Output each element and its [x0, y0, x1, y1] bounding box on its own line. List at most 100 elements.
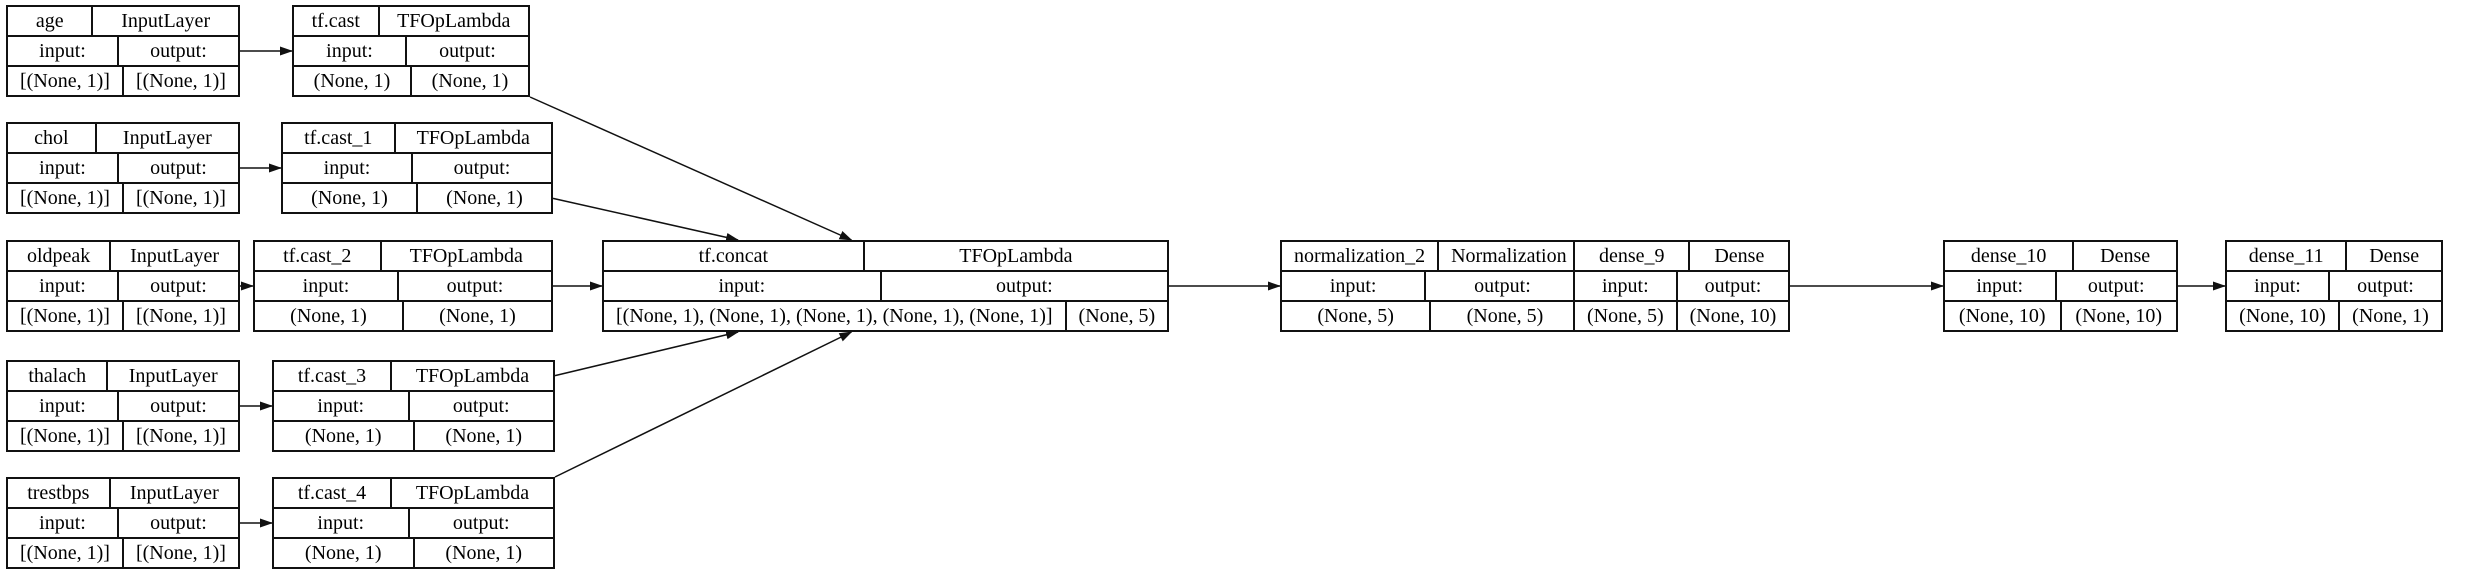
- layer-type: TFOpLambda: [390, 479, 553, 507]
- node-shape-row: [(None, 1), (None, 1), (None, 1), (None,…: [604, 300, 1168, 330]
- layer-type: TFOpLambda: [390, 362, 553, 390]
- node-header-row: chol InputLayer: [8, 124, 238, 152]
- output-shape: [(None, 1)]: [121, 67, 238, 95]
- input-shape: (None, 1): [304, 425, 382, 447]
- node-header-row: age InputLayer: [8, 7, 238, 35]
- node-io-label-row: input: output:: [294, 35, 528, 65]
- layer-type: TFOpLambda: [377, 7, 529, 35]
- input-shape: [(None, 1)]: [20, 305, 110, 327]
- layer-type: TFOpLambda: [862, 242, 1168, 270]
- layer-name: age: [35, 10, 64, 32]
- input-shape: (None, 1): [304, 542, 382, 564]
- node-header-row: tf.cast_2 TFOpLambda: [255, 242, 551, 270]
- node-tf-cast-2: tf.cast_2 TFOpLambda input: output: (Non…: [253, 240, 553, 332]
- node-shape-row: [(None, 1)] [(None, 1)]: [8, 300, 238, 330]
- node-shape-row: (None, 10) (None, 1): [2227, 300, 2441, 330]
- output-label: output:: [116, 37, 238, 65]
- node-header-row: trestbps InputLayer: [8, 479, 238, 507]
- input-shape: (None, 5): [1317, 305, 1394, 327]
- node-io-label-row: input: output:: [283, 152, 551, 182]
- layer-type: Dense: [1688, 242, 1788, 270]
- node-io-label-row: input: output:: [274, 390, 553, 420]
- layer-name: tf.concat: [698, 245, 769, 267]
- node-shape-row: [(None, 1)] [(None, 1)]: [8, 420, 238, 450]
- input-label: input:: [302, 275, 350, 297]
- node-trestbps: trestbps InputLayer input: output: [(Non…: [6, 477, 240, 569]
- layer-type: InputLayer: [109, 242, 238, 270]
- layer-name: dense_11: [2248, 245, 2324, 267]
- node-tf-cast-3: tf.cast_3 TFOpLambda input: output: (Non…: [272, 360, 555, 452]
- input-label: input:: [39, 40, 86, 62]
- output-shape: (None, 1): [402, 302, 551, 330]
- node-oldpeak: oldpeak InputLayer input: output: [(None…: [6, 240, 240, 332]
- output-shape: (None, 1): [412, 422, 554, 450]
- layer-type: InputLayer: [94, 124, 238, 152]
- node-tf-cast-1: tf.cast_1 TFOpLambda input: output: (Non…: [281, 122, 553, 214]
- node-io-label-row: input: output:: [604, 270, 1168, 300]
- node-shape-row: (None, 5) (None, 5): [1282, 300, 1579, 330]
- node-header-row: thalach InputLayer: [8, 362, 238, 390]
- layer-name: oldpeak: [26, 245, 91, 267]
- input-shape: [(None, 1)]: [20, 70, 110, 92]
- output-shape: (None, 1): [2338, 302, 2441, 330]
- output-label: output:: [1675, 272, 1789, 300]
- node-dense-11: dense_11 Dense input: output: (None, 10)…: [2225, 240, 2443, 332]
- edge-tf_cast_3-to-tf_concat: [554, 330, 740, 377]
- node-thalach: thalach InputLayer input: output: [(None…: [6, 360, 240, 452]
- node-chol: chol InputLayer input: output: [(None, 1…: [6, 122, 240, 214]
- node-io-label-row: input: output:: [1575, 270, 1789, 300]
- node-shape-row: (None, 1) (None, 1): [274, 420, 553, 450]
- output-shape: (None, 10): [2059, 302, 2177, 330]
- node-header-row: oldpeak InputLayer: [8, 242, 238, 270]
- input-label: input:: [39, 275, 86, 297]
- node-tf-cast: tf.cast TFOpLambda input: output: (None,…: [292, 5, 530, 97]
- output-label: output:: [116, 509, 238, 537]
- node-shape-row: [(None, 1)] [(None, 1)]: [8, 537, 238, 567]
- input-label: input:: [39, 157, 86, 179]
- node-normalization-2: normalization_2 Normalization input: out…: [1280, 240, 1581, 332]
- input-shape: (None, 1): [311, 187, 388, 209]
- input-label: input:: [39, 395, 86, 417]
- edge-tf_cast_1-to-tf_concat: [552, 197, 740, 242]
- layer-name: thalach: [28, 365, 87, 387]
- output-label: output:: [1424, 272, 1578, 300]
- layer-name: tf.cast_4: [297, 482, 367, 504]
- node-shape-row: [(None, 1)] [(None, 1)]: [8, 65, 238, 95]
- node-age: age InputLayer input: output: [(None, 1)…: [6, 5, 240, 97]
- input-shape: (None, 5): [1587, 305, 1664, 327]
- node-io-label-row: input: output:: [8, 390, 238, 420]
- input-shape: [(None, 1), (None, 1), (None, 1), (None,…: [616, 305, 1053, 327]
- output-label: output:: [411, 154, 551, 182]
- node-header-row: tf.cast_4 TFOpLambda: [274, 479, 553, 507]
- output-label: output:: [116, 392, 238, 420]
- output-label: output:: [407, 392, 554, 420]
- layer-name: dense_10: [1970, 245, 2047, 267]
- node-header-row: tf.cast_1 TFOpLambda: [283, 124, 551, 152]
- layer-name: chol: [34, 127, 69, 149]
- layer-type: Dense: [2072, 242, 2176, 270]
- output-label: output:: [2054, 272, 2177, 300]
- layer-name: trestbps: [27, 482, 90, 504]
- output-shape: [(None, 1)]: [121, 184, 238, 212]
- input-shape: (None, 10): [2239, 305, 2326, 327]
- node-shape-row: (None, 1) (None, 1): [294, 65, 528, 95]
- output-label: output:: [879, 272, 1168, 300]
- input-label: input:: [1601, 275, 1649, 297]
- input-shape: (None, 1): [290, 305, 367, 327]
- layer-name: tf.cast: [311, 10, 360, 32]
- node-io-label-row: input: output:: [8, 35, 238, 65]
- layer-type: InputLayer: [106, 362, 238, 390]
- layer-name: dense_9: [1598, 245, 1665, 267]
- node-tf-concat: tf.concat TFOpLambda input: output: [(No…: [602, 240, 1170, 332]
- node-shape-row: (None, 1) (None, 1): [255, 300, 551, 330]
- output-shape: (None, 1): [412, 539, 554, 567]
- output-shape: (None, 10): [1675, 302, 1789, 330]
- input-label: input:: [1976, 275, 2024, 297]
- layer-name: tf.cast_3: [297, 365, 367, 387]
- node-dense-10: dense_10 Dense input: output: (None, 10)…: [1943, 240, 2178, 332]
- node-shape-row: [(None, 1)] [(None, 1)]: [8, 182, 238, 212]
- node-io-label-row: input: output:: [8, 152, 238, 182]
- node-shape-row: (None, 10) (None, 10): [1945, 300, 2176, 330]
- node-io-label-row: input: output:: [1945, 270, 2176, 300]
